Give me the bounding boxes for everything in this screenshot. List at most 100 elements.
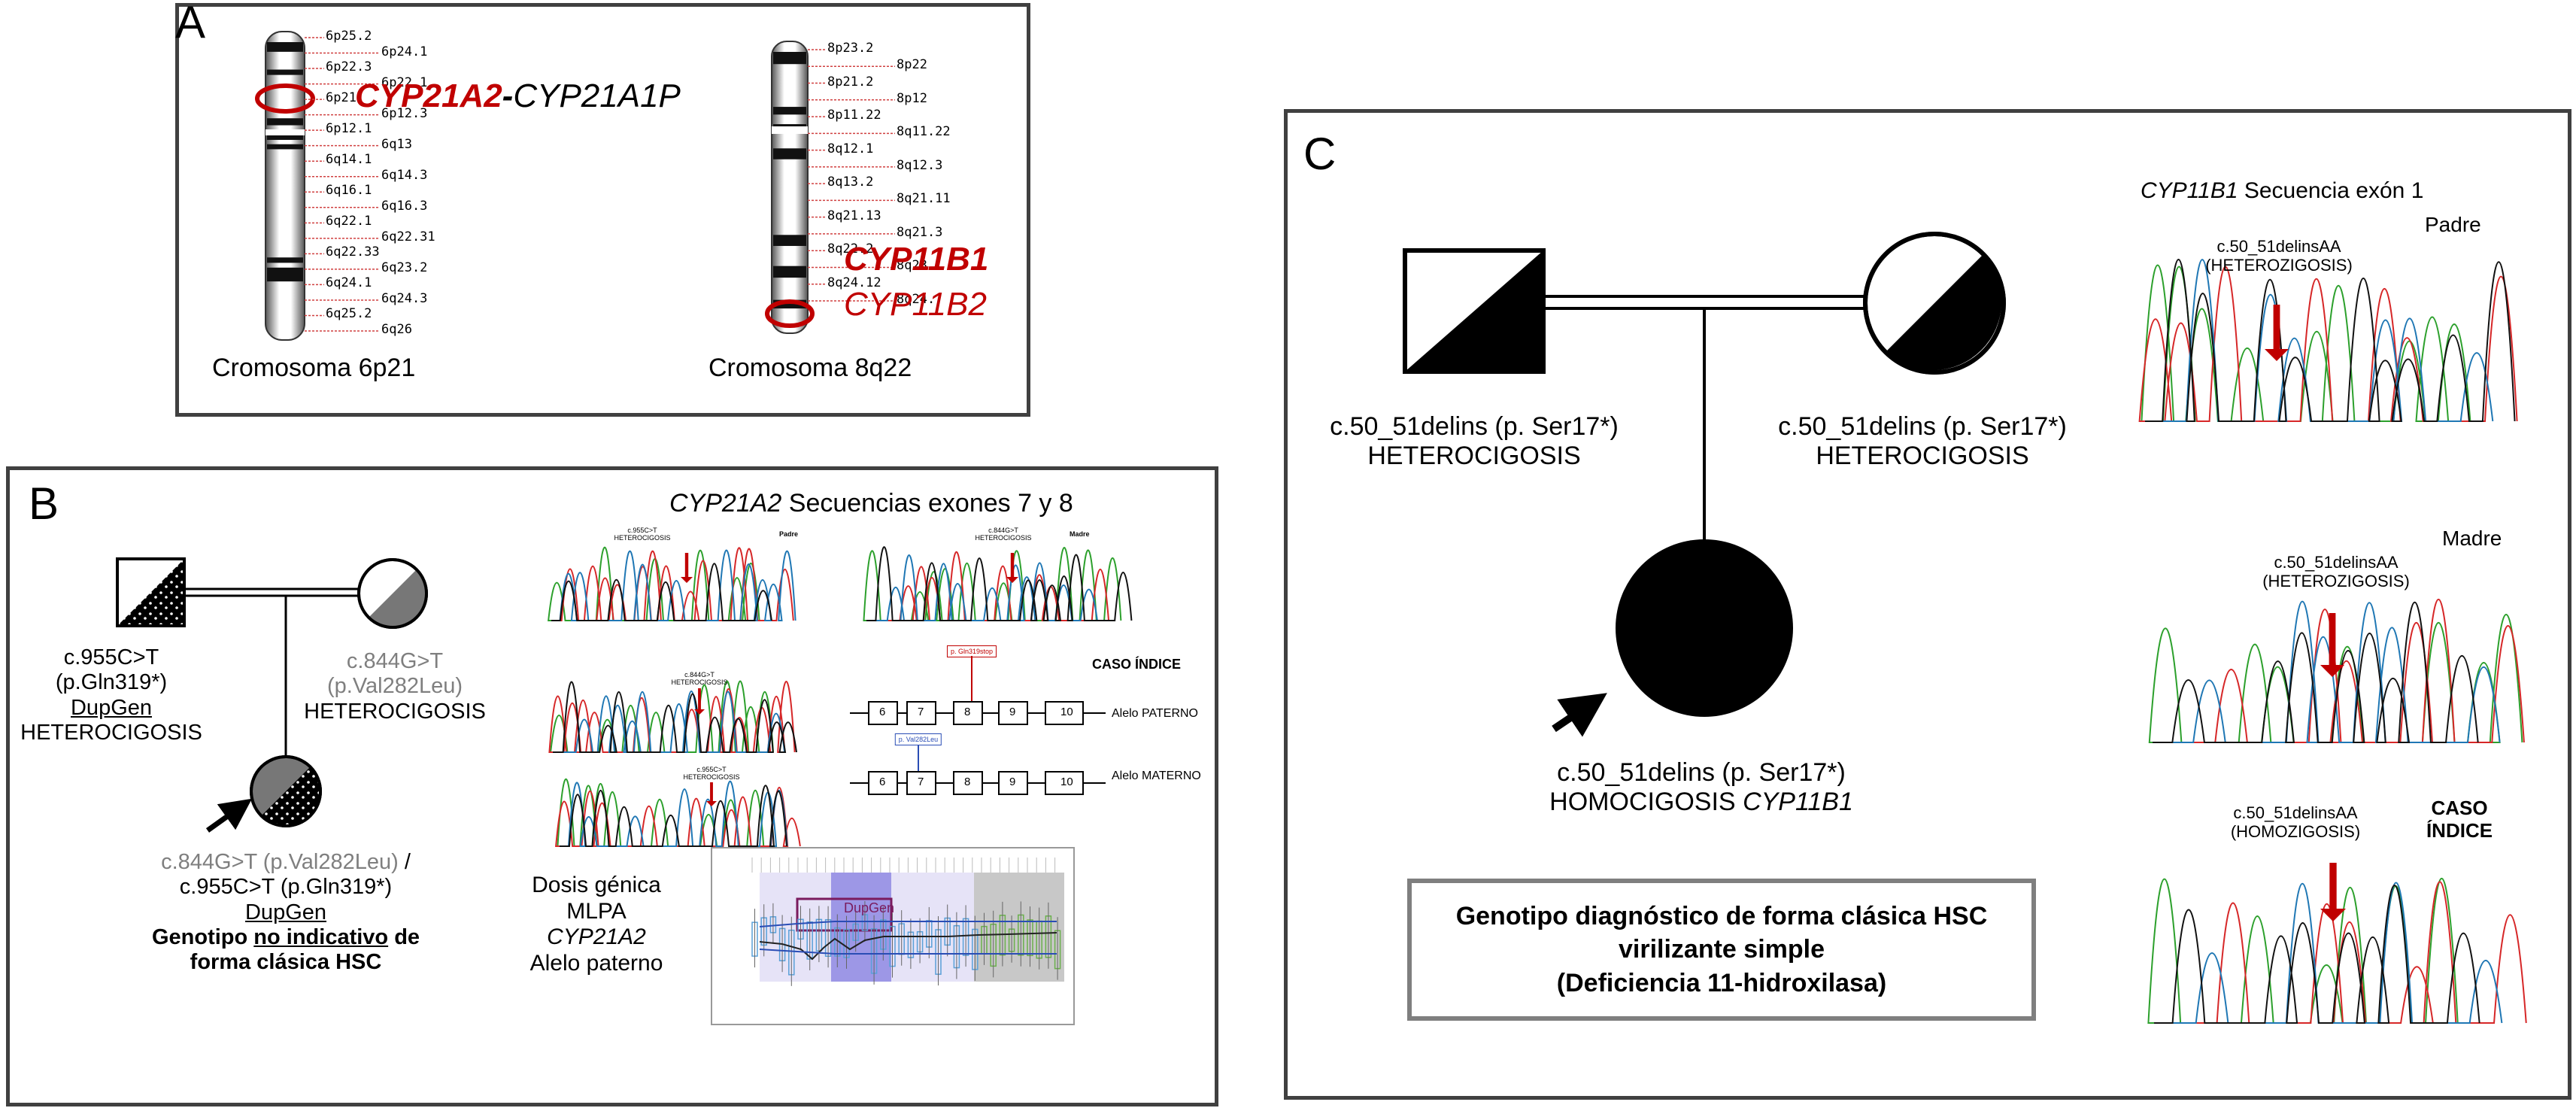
exon-diagrams: [850, 656, 1106, 795]
band-label: 6q16.3: [381, 198, 428, 214]
pedigree-c: [1403, 232, 2006, 737]
exon-label: 9: [1009, 706, 1016, 718]
band-label: 6q13: [381, 136, 412, 152]
chrom-c-mut3-name: c.50_51delinsAA: [2233, 803, 2358, 822]
child-b-line4a: Genotipo: [151, 925, 254, 950]
child-b-line4: Genotipo no indicativo de: [152, 925, 420, 950]
band-label: 8p12: [897, 90, 927, 106]
child-b-line1: c.844G>T (p.Val282Leu) /: [152, 850, 420, 875]
exon-label: 7: [918, 706, 924, 718]
band-label: 8q22.2: [827, 241, 874, 257]
child-c-line2: HOMOCIGOSIS CYP11B1: [1549, 788, 1853, 817]
child-symbol-c: [1616, 539, 1793, 717]
child-b-line2: c.955C>T (p.Gln319*): [179, 875, 393, 900]
mlpa-line4: Alelo paterno: [529, 950, 663, 976]
child-b-line4c: de: [388, 925, 420, 950]
child-b-line1a: c.844G>T: [161, 850, 257, 874]
seq-title-c-gene: CYP11B1: [2141, 178, 2238, 203]
child-c-line1: c.50_51delins (p. Ser17*): [1557, 758, 1846, 787]
mlpa-text: Dosis génica MLPA CYP21A2 Alelo paterno: [530, 873, 663, 976]
band-label: 6q22.1: [326, 214, 372, 229]
exon-box: [906, 701, 936, 725]
band-label: 6p12.3: [381, 105, 428, 121]
chrom-b-mut4-zyg: HETEROCIGOSIS: [683, 773, 740, 782]
band-label: 8q13.2: [827, 175, 874, 190]
exon-box: [868, 771, 898, 795]
father-b-text: c.955C>T (p.Gln319*) DupGen HETEROCIGOSI…: [20, 645, 202, 745]
seq-title-c: CYP11B1 Secuencia exón 1: [2141, 178, 2423, 205]
diagnosis-line3: (Deficiencia 11-hidroxilasa): [1556, 968, 1887, 997]
exon-box: [953, 701, 983, 725]
chrom-c-caso1: CASO: [2431, 797, 2488, 819]
mother-b-line2: (p.Val282Leu): [326, 674, 463, 699]
exon-box: [998, 771, 1028, 795]
band-label: 8q21.3: [897, 224, 943, 240]
father-c-line1: c.50_51delins (p. Ser17*): [1330, 412, 1619, 441]
diagnosis-line2: virilizante simple: [1619, 935, 1825, 964]
band-label: 6p24.1: [381, 44, 428, 59]
chrom-b-madre: Madre: [1070, 530, 1090, 538]
allele-materno: Alelo MATERNO: [1112, 770, 1201, 782]
child-b-line4b: no indicativo: [253, 925, 389, 950]
exon-label: 7: [918, 776, 924, 788]
band-label: 8q12.1: [827, 141, 874, 156]
father-b-line2: (p.Gln319*): [55, 670, 168, 695]
chrom-c-mut2: c.50_51delinsAA (HETEROZIGOSIS): [2262, 553, 2410, 591]
mlpa-plot: [711, 847, 1075, 1025]
panel-a: [175, 3, 1030, 417]
band-label: 6q24.3: [381, 290, 428, 306]
chrom-c-mut1-name: c.50_51delinsAA: [2216, 237, 2341, 256]
mlpa-line1: Dosis génica: [532, 873, 661, 897]
gene-cyp11b1: CYP11B1: [844, 241, 989, 278]
exon-label: 6: [879, 776, 886, 788]
chrom-c-caso: CASO ÍNDICE: [2426, 797, 2493, 842]
chrom-b-mut1-name: c.955C>T: [627, 527, 657, 534]
panel-b-label: B: [29, 478, 59, 529]
chrom-c-caso2: ÍNDICE: [2426, 818, 2493, 842]
mlpa-dupgen: DupGen: [844, 900, 895, 915]
child-b-line1c: /: [398, 850, 411, 874]
band-label: 6q26: [381, 322, 412, 337]
band-label: 6p25.2: [326, 29, 372, 44]
child-c-line2b: CYP11B1: [1743, 788, 1853, 817]
chr8-caption: Cromosoma 8q22: [708, 354, 912, 382]
chr6-caption: Cromosoma 6p21: [212, 354, 416, 382]
seq-title-b: CYP21A2 Secuencias exones 7 y 8: [669, 489, 1073, 518]
chrom-c-padre: Padre: [2425, 213, 2481, 236]
panel-a-label: A: [175, 0, 206, 47]
chrom-b-mut1-zyg: HETEROCIGOSIS: [614, 534, 671, 542]
pedigree-b: [116, 557, 428, 833]
band-label: 6q14.3: [381, 167, 428, 183]
chrom-c-madre: Madre: [2442, 527, 2502, 550]
chrom-c-mut2-zyg: (HETEROZIGOSIS): [2262, 572, 2410, 591]
gene-cyp11b2: CYP11B2: [844, 286, 987, 323]
exon-label: 6: [879, 706, 886, 718]
band-label: 8q11.22: [897, 124, 951, 140]
mother-c-line1: c.50_51delins (p. Ser17*): [1778, 412, 2067, 441]
mlpa-line3: CYP21A2: [547, 924, 646, 949]
chrom-b-mut1: c.955C>T HETEROCIGOSIS: [614, 527, 670, 542]
caso-indice-b: CASO ÍNDICE: [1092, 657, 1182, 672]
child-b-line5: forma clásica HSC: [190, 950, 382, 975]
chrom-b-mut2-zyg: HETEROCIGOSIS: [975, 534, 1032, 542]
band-label: 8q23.: [897, 258, 936, 274]
chrom-b-mut2-name: c.844G>T: [988, 527, 1018, 534]
gene-label-cyp21a2: CYP21A2-CYP21A1P: [355, 77, 681, 116]
diagnosis-box: Genotipo diagnóstico de forma clásica HS…: [1407, 879, 2036, 1021]
chromatograms-b: [548, 546, 1133, 847]
band-label: 6q14.1: [326, 152, 372, 168]
child-b-line3: DupGen: [244, 900, 327, 924]
father-b-line1: c.955C>T: [63, 645, 159, 669]
father-c-text: c.50_51delins (p. Ser17*) HETEROCIGOSIS: [1330, 412, 1619, 471]
band-label: 8q21.13: [827, 208, 881, 223]
band-label: 8p22: [897, 57, 927, 73]
exon-box: [1045, 701, 1084, 725]
chrom-c-mut2-name: c.50_51delinsAA: [2274, 553, 2399, 572]
seq-title-b-rest: Secuencias exones 7 y 8: [781, 489, 1073, 518]
band-label: 8q21.11: [897, 191, 951, 207]
chrom-b-mut4-name: c.955C>T: [696, 766, 727, 773]
band-label: 6q22.33: [326, 244, 380, 260]
chrom-b-mut2: c.844G>T HETEROCIGOSIS: [975, 527, 1031, 542]
mother-b-text: c.844G>T (p.Val282Leu) HETEROCIGOSIS: [304, 649, 486, 724]
